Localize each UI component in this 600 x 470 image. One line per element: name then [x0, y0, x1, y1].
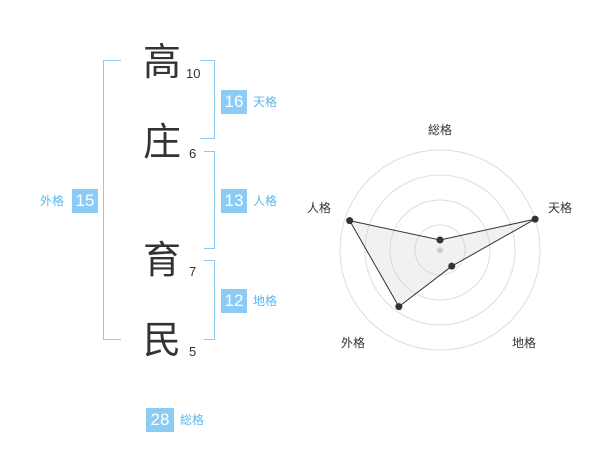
radar-chart: 総格 天格 地格 外格 人格 — [307, 122, 572, 351]
chikaku-bracket — [204, 260, 215, 340]
radar-label-gaikaku: 外格 — [341, 335, 365, 350]
jinkaku-bracket — [204, 151, 215, 249]
radar-point-3 — [395, 303, 403, 311]
radar-polygon — [348, 218, 536, 308]
char-2-strokes: 6 — [189, 146, 197, 161]
tenkaku-bracket — [200, 60, 215, 139]
soukaku-label: 総格 — [180, 413, 205, 427]
soukaku-badge: 28 — [146, 408, 174, 432]
char-1: 高 — [143, 40, 182, 84]
jinkaku-label: 人格 — [253, 194, 278, 208]
radar-points — [346, 215, 539, 311]
radar-point-0 — [436, 236, 444, 244]
radar-label-jinkaku: 人格 — [307, 200, 331, 215]
radar-label-chikaku: 地格 — [512, 335, 536, 350]
radar-point-2 — [448, 262, 456, 270]
jinkaku-badge: 13 — [221, 189, 247, 213]
gaikaku-label: 外格 — [40, 194, 65, 208]
radar-ring — [389, 199, 491, 301]
char-2: 庄 — [143, 120, 182, 164]
char-4-strokes: 5 — [189, 344, 197, 359]
tenkaku-badge: 16 — [221, 90, 247, 114]
char-1-strokes: 10 — [186, 66, 201, 81]
chikaku-badge: 12 — [221, 289, 247, 313]
radar-center-dot — [437, 247, 443, 253]
radar-ring — [364, 174, 516, 326]
char-3: 育 — [143, 238, 182, 282]
radar-ring — [339, 149, 541, 351]
gaikaku-bracket — [103, 60, 121, 340]
tenkaku-label: 天格 — [253, 95, 278, 109]
char-3-strokes: 7 — [189, 264, 197, 279]
radar-label-tenkaku: 天格 — [548, 200, 572, 215]
chikaku-label: 地格 — [253, 294, 278, 308]
char-4: 民 — [143, 318, 182, 362]
gaikaku-badge: 15 — [72, 189, 98, 213]
radar-point-4 — [346, 217, 354, 225]
radar-point-1 — [531, 215, 539, 223]
radar-label-soukaku: 総格 — [428, 122, 452, 137]
